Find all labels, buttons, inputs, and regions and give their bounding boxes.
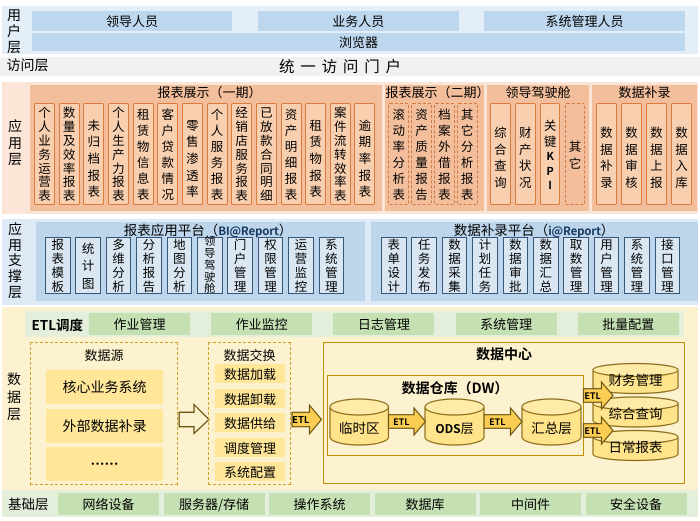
svg-text:ETL: ETL (584, 389, 600, 402)
svg-text:日常报表: 日常报表 (609, 436, 663, 456)
svg-text:ODS层: ODS层 (435, 418, 473, 437)
svg-text:临时区: 临时区 (339, 417, 380, 437)
svg-text:ETL: ETL (292, 412, 310, 426)
svg-text:ETL: ETL (584, 424, 600, 437)
svg-text:财务管理: 财务管理 (609, 369, 663, 389)
svg-text:综合查询: 综合查询 (609, 403, 663, 423)
svg-text:ETL: ETL (393, 415, 409, 428)
svg-text:ETL: ETL (489, 415, 505, 428)
svg-text:汇总层: 汇总层 (531, 417, 572, 437)
